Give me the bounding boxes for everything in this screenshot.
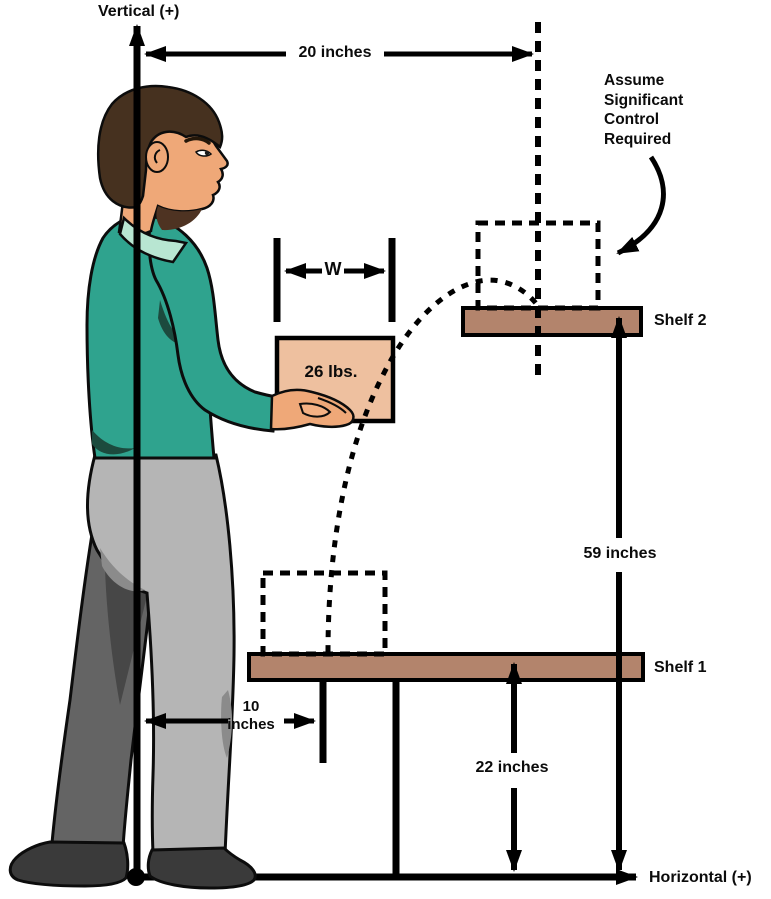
person-ear-inner: [153, 149, 161, 164]
shelf-2-label: Shelf 2: [654, 312, 707, 329]
person-figure: [8, 84, 279, 890]
shelf-1: [247, 652, 645, 682]
person-sweater-shadow-back: [92, 430, 135, 455]
vertical-axis-label: Vertical (+): [98, 3, 180, 20]
shelf-2: [461, 306, 643, 337]
person-front-shoe: [146, 846, 257, 890]
horizontal-axis-label: Horizontal (+): [649, 869, 752, 886]
person-ear: [145, 141, 169, 173]
person-front-leg-shadow-knee: [221, 690, 233, 758]
origin-dot: [127, 868, 145, 886]
dim-22-inches-label: 22 inches: [475, 759, 549, 776]
person-sweater-shadow-side: [158, 300, 186, 345]
person-neck-shadow: [156, 206, 202, 231]
person-back-shoe: [8, 840, 130, 888]
shelf-1-label: Shelf 1: [654, 659, 707, 676]
dim-10-inches-label: 10 inches: [227, 698, 275, 733]
control-note: Assume Significant Control Required: [604, 72, 684, 148]
dim-20-inches-label: 20 inches: [298, 44, 372, 61]
lift-trajectory-dashed: [325, 277, 541, 653]
width-dimension-label: W: [324, 259, 342, 279]
person-eye-pupil: [204, 150, 210, 156]
load-weight-label: 26 lbs.: [304, 362, 358, 381]
dim-box-width: [273, 238, 396, 322]
dim-59-inches-label: 59 inches: [583, 545, 657, 562]
ghost-box-shelf1: [260, 570, 388, 657]
person-front-leg-shadow-hip: [100, 548, 145, 592]
person-eyebrow: [184, 136, 211, 145]
person-hand: [269, 388, 355, 431]
control-note-arrow: [616, 155, 666, 256]
